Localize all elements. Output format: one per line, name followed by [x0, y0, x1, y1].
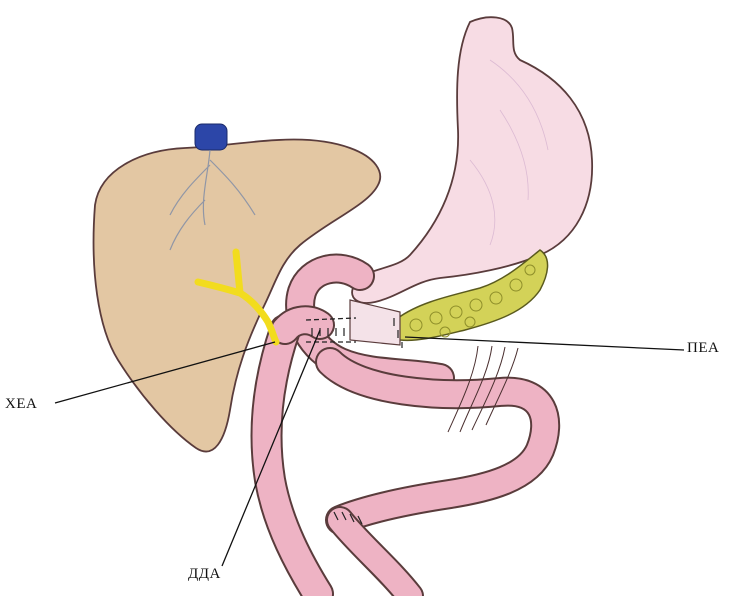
- label-dda: ДДА: [188, 566, 221, 583]
- vena-cava: [195, 124, 227, 150]
- leader-line-pea: [405, 337, 684, 350]
- label-pea: ПЕА: [687, 340, 719, 357]
- pancreato-jejunal-anastomosis: [350, 300, 400, 345]
- stomach: [352, 17, 592, 303]
- label-hea: ХЕА: [5, 396, 37, 413]
